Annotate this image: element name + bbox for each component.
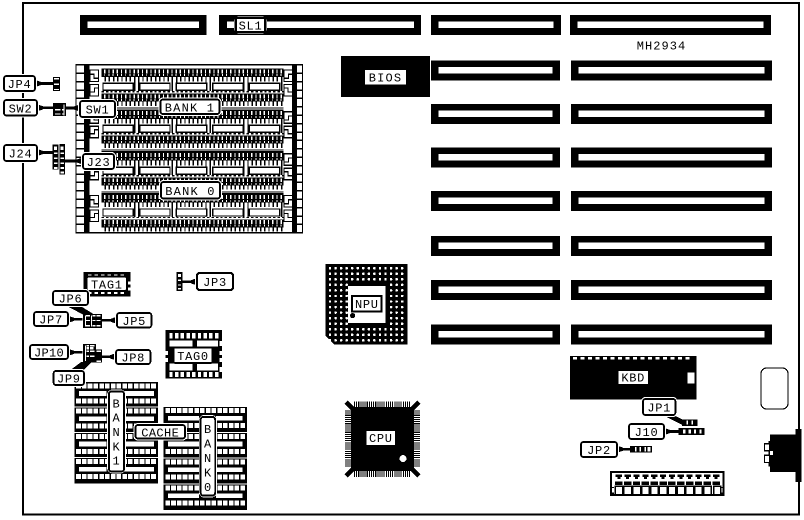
svg-text:JP2: JP2 (587, 444, 611, 458)
svg-text:BANK 1: BANK 1 (165, 101, 215, 115)
svg-text:J23: J23 (87, 156, 111, 170)
svg-text:JP9: JP9 (57, 373, 81, 387)
svg-text:JP10: JP10 (34, 347, 64, 361)
svg-text:JP7: JP7 (39, 314, 63, 328)
svg-text:SW2: SW2 (9, 102, 33, 116)
svg-text:B: B (204, 423, 212, 437)
svg-text:BANK 0: BANK 0 (165, 185, 215, 199)
svg-text:CPU: CPU (369, 432, 393, 446)
svg-text:SW1: SW1 (86, 104, 110, 118)
svg-text:0: 0 (204, 481, 212, 495)
svg-text:JP5: JP5 (122, 315, 146, 329)
svg-text:MH2934: MH2934 (637, 40, 687, 54)
svg-text:A: A (204, 437, 212, 451)
svg-text:BIOS: BIOS (369, 72, 403, 86)
svg-text:K: K (113, 440, 121, 454)
svg-text:B: B (113, 397, 121, 411)
svg-text:JP1: JP1 (647, 402, 671, 416)
svg-text:J24: J24 (9, 148, 33, 162)
svg-text:N: N (204, 452, 212, 466)
svg-text:JP3: JP3 (203, 276, 227, 290)
svg-text:N: N (113, 426, 121, 440)
svg-text:J10: J10 (635, 426, 659, 440)
svg-text:JP6: JP6 (59, 293, 83, 307)
svg-text:TAG1: TAG1 (91, 278, 123, 292)
svg-text:JP4: JP4 (8, 78, 32, 92)
svg-text:SL1: SL1 (239, 20, 263, 34)
svg-text:A: A (113, 412, 121, 426)
svg-text:TAG0: TAG0 (177, 350, 209, 364)
svg-text:K: K (204, 466, 212, 480)
svg-text:KBD: KBD (621, 372, 645, 386)
svg-text:JP8: JP8 (121, 352, 145, 366)
svg-text:NPU: NPU (355, 298, 379, 312)
svg-text:CACHE: CACHE (141, 426, 179, 440)
svg-text:1: 1 (113, 455, 121, 469)
